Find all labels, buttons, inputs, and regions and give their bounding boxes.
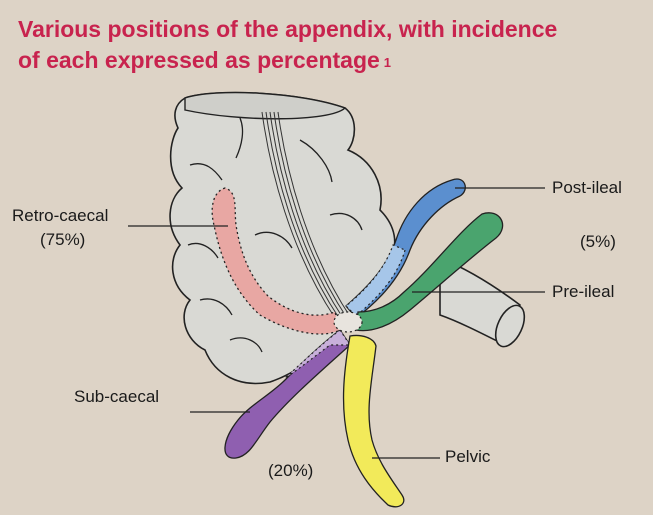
pelvic-appendix (344, 335, 404, 506)
label-pelvic-sub-caecal-percent: (20%) (268, 461, 313, 481)
label-retro-caecal: Retro-caecal (12, 206, 108, 226)
label-pre-ileal: Pre-ileal (552, 282, 614, 302)
label-retro-caecal-percent: (75%) (40, 230, 85, 250)
label-sub-caecal: Sub-caecal (74, 387, 159, 407)
ileocaecal-junction (334, 312, 362, 332)
label-post-ileal: Post-ileal (552, 178, 622, 198)
label-post-ileal-percent: (5%) (580, 232, 616, 252)
label-pelvic: Pelvic (445, 447, 490, 467)
